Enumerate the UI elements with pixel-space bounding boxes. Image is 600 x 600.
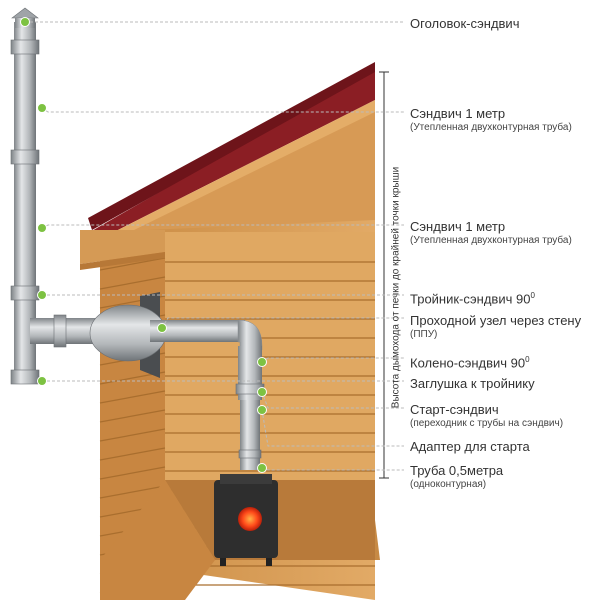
marker-pipe xyxy=(257,463,267,473)
label-wall-pass-subtitle: (ППУ) xyxy=(410,329,438,340)
label-sandwich-2: Сэндвич 1 метр (Утепленная двухконтурная… xyxy=(410,219,572,247)
label-wall-pass: Проходной узел через стену (ППУ) xyxy=(410,313,581,341)
marker-sandwich-1 xyxy=(37,103,47,113)
leader-line-start xyxy=(261,391,404,409)
stove-fire-icon xyxy=(238,507,262,531)
leader-line-wall-pass xyxy=(161,317,404,329)
marker-wall-pass xyxy=(157,323,167,333)
label-start-title: Старт-сэндвич xyxy=(410,402,499,417)
label-adapter-title: Адаптер для старта xyxy=(410,439,530,454)
marker-start xyxy=(257,387,267,397)
height-dimension-line xyxy=(379,71,389,479)
label-cap: Оголовок-сэндвич xyxy=(410,16,519,31)
marker-cap xyxy=(20,17,30,27)
label-elbow-degree: 0 xyxy=(525,355,530,364)
roof xyxy=(88,62,375,234)
stove xyxy=(214,474,278,566)
label-sandwich-2-subtitle: (Утепленная двухконтурная труба) xyxy=(410,235,572,246)
label-adapter: Адаптер для старта xyxy=(410,439,530,454)
label-tee: Тройник-сэндвич 900 xyxy=(410,288,535,306)
label-sandwich-2-title: Сэндвич 1 метр xyxy=(410,219,506,234)
label-sandwich-1-title: Сэндвич 1 метр xyxy=(410,106,506,121)
marker-plug xyxy=(37,376,47,386)
height-dimension-label: Высота дымохода от печки до крайней точк… xyxy=(390,166,402,409)
label-sandwich-1-subtitle: (Утепленная двухконтурная труба) xyxy=(410,122,572,133)
marker-tee xyxy=(37,290,47,300)
label-pipe-title: Труба 0,5метра xyxy=(410,463,504,478)
label-tee-degree: 0 xyxy=(530,291,535,300)
leader-line-adapter xyxy=(261,409,404,447)
marker-adapter xyxy=(257,405,267,415)
marker-elbow xyxy=(257,357,267,367)
label-sandwich-1: Сэндвич 1 метр (Утепленная двухконтурная… xyxy=(410,106,572,134)
label-pipe-subtitle: (одноконтурная) xyxy=(410,479,487,490)
label-start: Старт-сэндвич (переходник с трубы на сэн… xyxy=(410,402,563,430)
label-pipe: Труба 0,5метра (одноконтурная) xyxy=(410,463,503,491)
label-plug-title: Заглушка к тройнику xyxy=(410,376,535,391)
label-elbow: Колено-сэндвич 900 xyxy=(410,352,530,370)
chimney-system xyxy=(10,7,278,566)
label-tee-title: Тройник-сэндвич 90 xyxy=(410,291,531,307)
label-start-subtitle: (переходник с трубы на сэндвич) xyxy=(410,418,564,429)
label-elbow-title: Колено-сэндвич 90 xyxy=(410,355,526,371)
label-wall-pass-title: Проходной узел через стену xyxy=(410,313,582,328)
marker-sandwich-2 xyxy=(37,223,47,233)
label-cap-title: Оголовок-сэндвич xyxy=(410,16,520,31)
label-plug: Заглушка к тройнику xyxy=(410,376,535,391)
